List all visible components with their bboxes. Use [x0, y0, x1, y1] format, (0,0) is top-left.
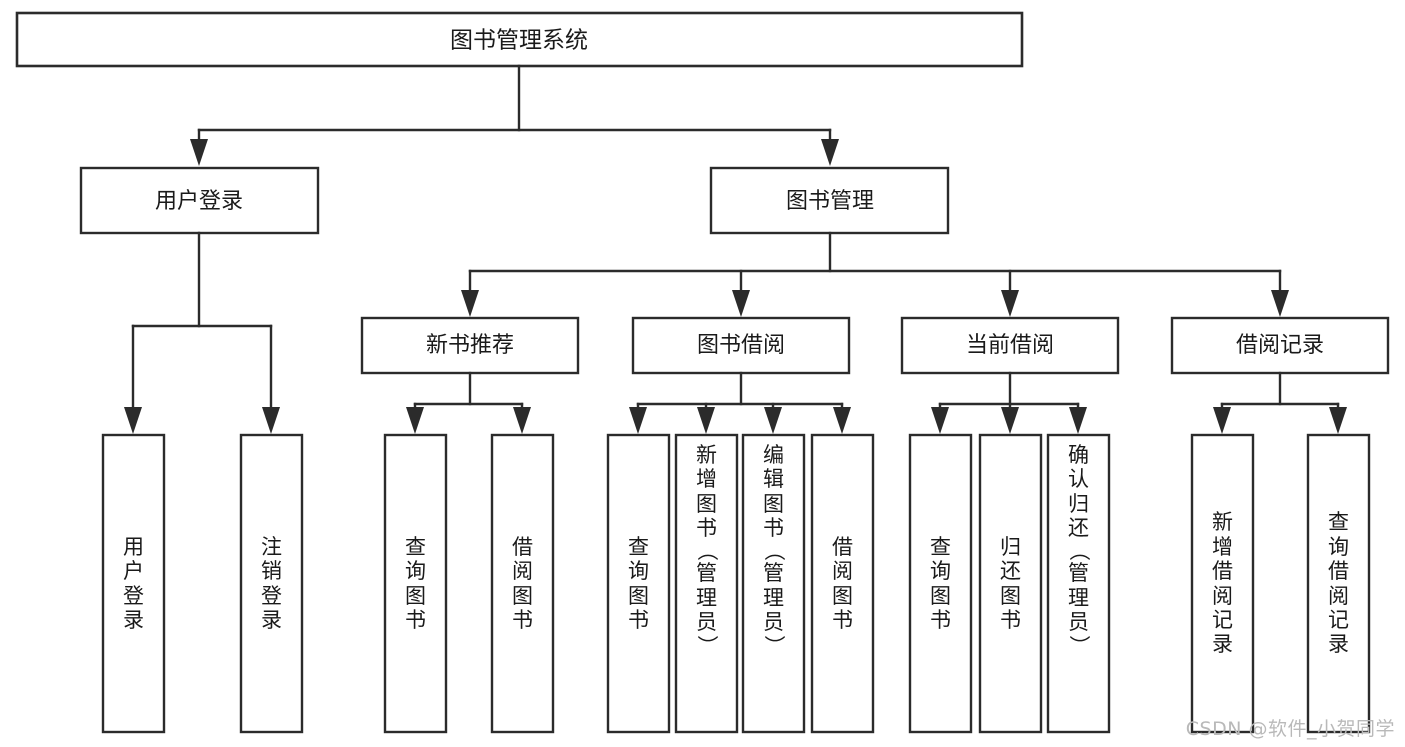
leaf-box-book-borrow-4[interactable] [810, 433, 875, 734]
node-book-management-label: 图书管理 [786, 189, 874, 214]
node-user-login[interactable]: 用户登录 [79, 166, 320, 235]
node-root[interactable]: 图书管理系统 [15, 11, 1024, 68]
leaf-box-user-login-2[interactable] [239, 433, 304, 734]
leaf-box-new-book-1[interactable] [383, 433, 448, 734]
arrow-head-borrow-record-2 [1329, 407, 1347, 434]
arrow-head-level3-2 [732, 290, 750, 317]
arrow-head-new-book-2 [513, 407, 531, 434]
leaf-box-current-borrow-2[interactable] [978, 433, 1043, 734]
leaf-box-current-borrow-1[interactable] [908, 433, 973, 734]
arrow-head-level3-4 [1271, 290, 1289, 317]
leaf-box-book-borrow-1[interactable] [606, 433, 671, 734]
node-new-book-recommend-label: 新书推荐 [426, 333, 514, 358]
leaf-box-new-book-2[interactable] [490, 433, 555, 734]
leaf-box-book-borrow-2[interactable] [674, 433, 739, 734]
arrow-head-level2-1 [190, 139, 208, 166]
arrow-head-new-book-1 [406, 407, 424, 434]
node-root-label: 图书管理系统 [450, 28, 588, 54]
arrow-head-borrow-record-1 [1213, 407, 1231, 434]
node-current-borrow-label: 当前借阅 [966, 333, 1054, 358]
arrow-head-user-login-1 [124, 407, 142, 434]
arrow-head-book-borrow-3 [764, 407, 782, 434]
node-book-borrow[interactable]: 图书借阅 [631, 316, 851, 375]
node-borrow-record-label: 借阅记录 [1236, 333, 1324, 358]
arrow-head-level3-3 [1001, 290, 1019, 317]
arrow-head-level2-2 [821, 139, 839, 166]
node-user-login-label: 用户登录 [155, 189, 243, 214]
arrow-head-book-borrow-4 [833, 407, 851, 434]
leaf-box-book-borrow-3[interactable] [741, 433, 806, 734]
node-book-management-box[interactable] [709, 166, 950, 235]
arrow-head-book-borrow-2 [697, 407, 715, 434]
node-new-book-recommend-box[interactable] [360, 316, 580, 375]
leaf-box-borrow-record-1[interactable] [1190, 433, 1255, 734]
node-new-book-recommend[interactable]: 新书推荐 [360, 316, 580, 375]
leaf-box-user-login-1[interactable] [101, 433, 166, 734]
node-book-borrow-label: 图书借阅 [697, 333, 785, 358]
leaf-box-current-borrow-3[interactable] [1046, 433, 1111, 734]
arrow-head-current-borrow-1 [931, 407, 949, 434]
node-book-borrow-box[interactable] [631, 316, 851, 375]
arrow-head-level3-1 [461, 290, 479, 317]
arrow-head-current-borrow-2 [1001, 407, 1019, 434]
leaf-box-borrow-record-2[interactable] [1306, 433, 1371, 734]
arrow-head-book-borrow-1 [629, 407, 647, 434]
node-borrow-record[interactable]: 借阅记录 [1170, 316, 1390, 375]
node-current-borrow-box[interactable] [900, 316, 1120, 375]
node-root-box[interactable] [15, 11, 1024, 68]
node-book-management[interactable]: 图书管理 [709, 166, 950, 235]
node-borrow-record-box[interactable] [1170, 316, 1390, 375]
arrow-head-current-borrow-3 [1069, 407, 1087, 434]
node-current-borrow[interactable]: 当前借阅 [900, 316, 1120, 375]
arrow-head-user-login-2 [262, 407, 280, 434]
